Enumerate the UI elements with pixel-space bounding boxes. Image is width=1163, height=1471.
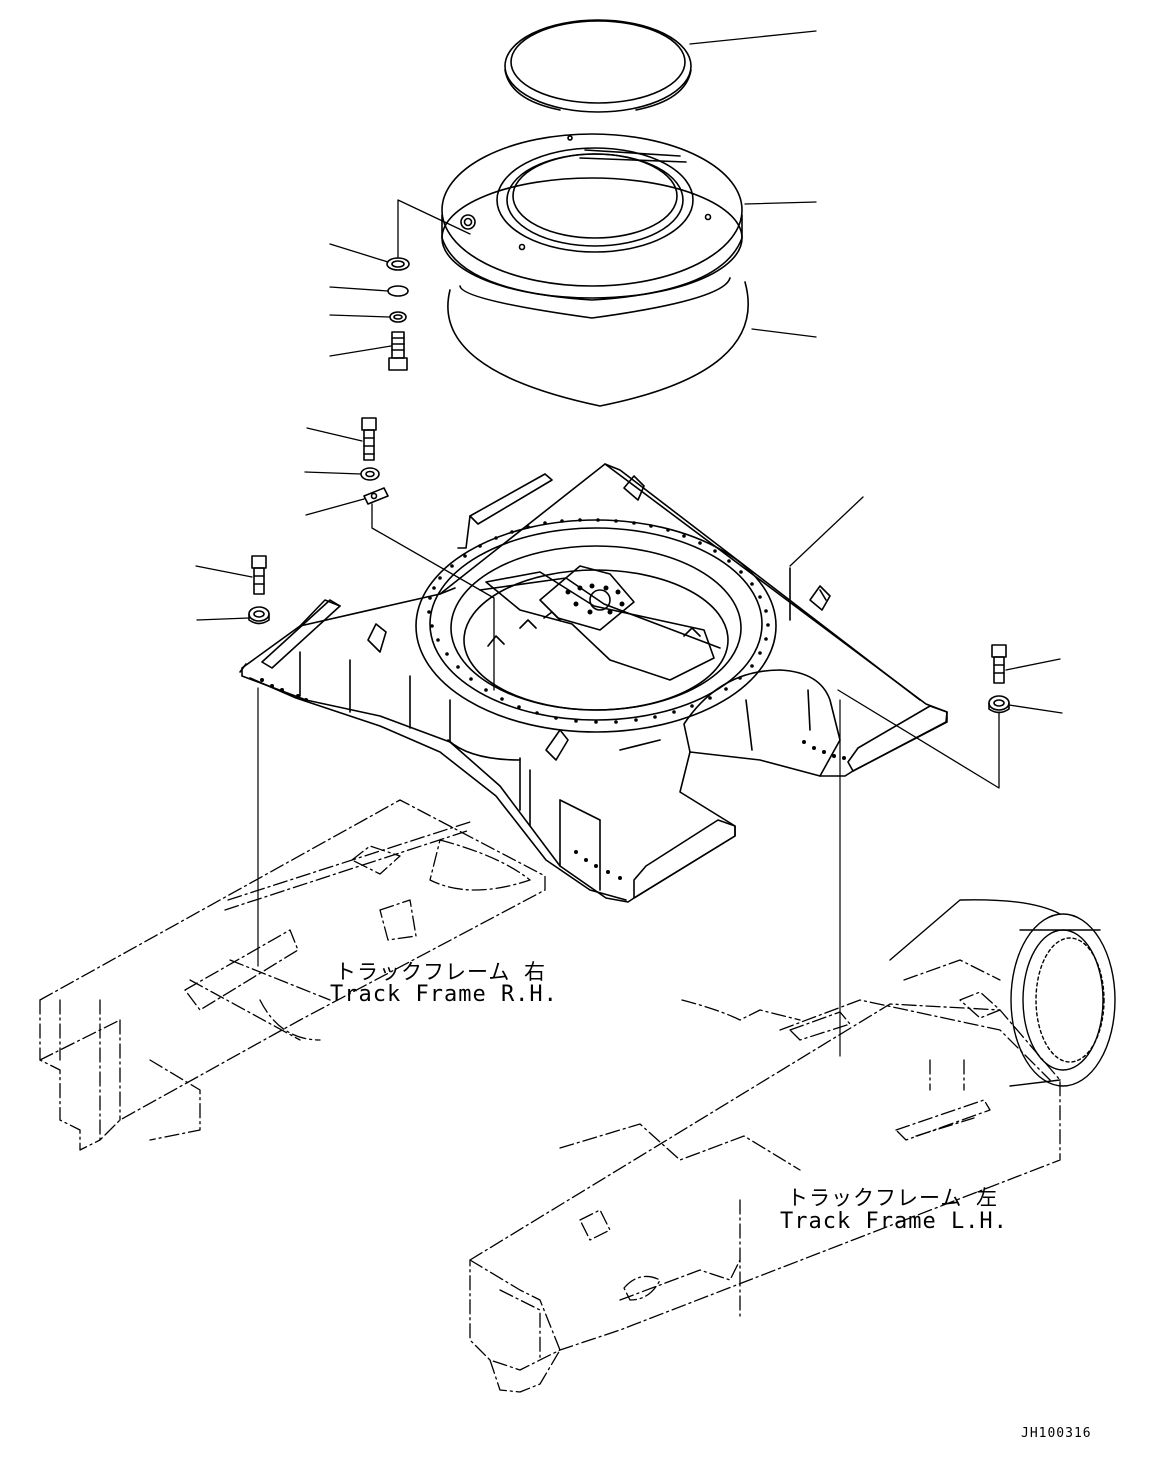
bolt-3 [252, 556, 266, 594]
leader-lines-right [838, 659, 1062, 788]
leader-lines-upper-left [330, 200, 470, 356]
shim [388, 286, 408, 296]
track-frame-lh-label-en: Track Frame L.H. [780, 1209, 1008, 1234]
track-frame-lh-label-jp: トラックフレーム 左 [787, 1186, 999, 1210]
track-frame-rh-label-jp: トラックフレーム 右 [335, 960, 547, 984]
leader-lines-middle-left [305, 428, 494, 690]
sprocket-housing [890, 900, 1115, 1086]
track-frame-lh [470, 960, 1060, 1392]
leader-lines-upper-right [690, 31, 863, 566]
alignment-lines [258, 688, 840, 1056]
seal-ring [505, 20, 691, 112]
track-frame-rh [40, 800, 545, 1150]
nut-2 [989, 696, 1009, 713]
dust-seal [448, 278, 748, 406]
washer-3 [361, 468, 379, 480]
bolt-1 [389, 332, 407, 370]
lock-plate [364, 488, 388, 504]
bolt-4 [992, 645, 1006, 683]
washer-2 [390, 312, 406, 322]
track-frame-rh-label-en: Track Frame R.H. [330, 982, 558, 1007]
leader-lines-left [196, 566, 252, 620]
washer-1 [387, 258, 409, 270]
bolt-2 [362, 418, 376, 460]
ring-bolt-holes [260, 518, 846, 880]
nut-1 [249, 607, 269, 624]
center-frame [240, 464, 947, 902]
frame-ring [416, 520, 776, 732]
swing-circle [442, 134, 742, 300]
reference-code: JH100316 [1021, 1426, 1092, 1441]
